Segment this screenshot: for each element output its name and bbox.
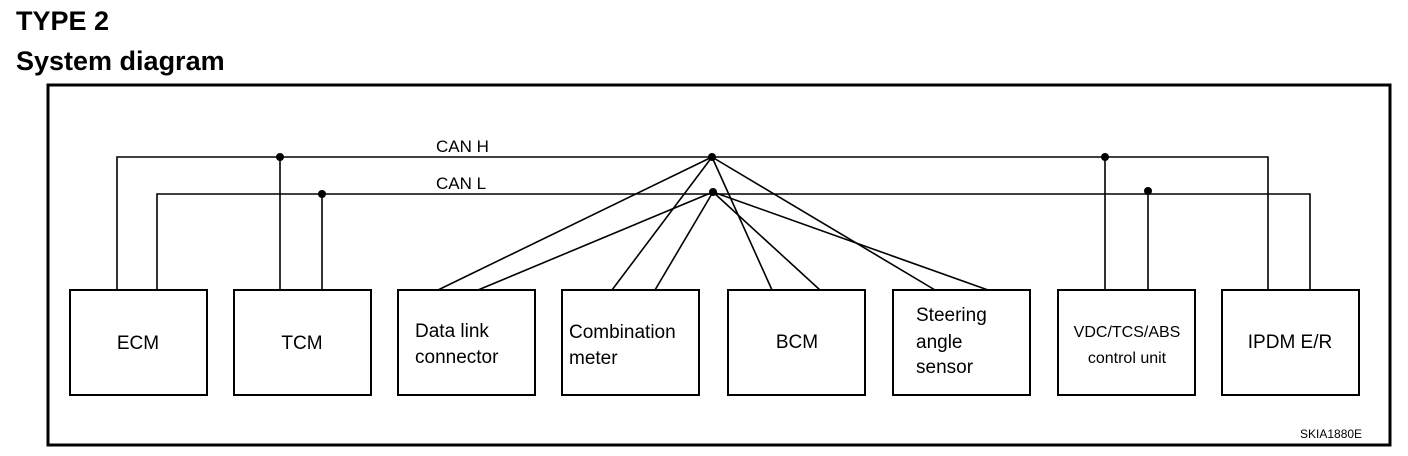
module-label: Combination — [569, 322, 676, 343]
module-label: Steering — [916, 305, 987, 326]
diagram-type-label: TYPE 2 — [16, 6, 110, 36]
module-label: Data link — [415, 321, 489, 342]
module-label: TCM — [281, 333, 322, 354]
module-data-link-connector: Data link connector — [397, 289, 536, 396]
module-label: IPDM E/R — [1248, 332, 1332, 353]
meter-can-h-wire — [611, 156, 713, 291]
module-label: BCM — [776, 332, 818, 353]
wiring — [116, 156, 1311, 291]
module-box — [1221, 289, 1360, 396]
can-h-line — [116, 156, 1269, 290]
junction-dot — [1101, 153, 1109, 161]
dlc-can-l-wire — [477, 191, 714, 291]
bcm-can-l-wire — [712, 191, 821, 291]
can-h-label: CAN H — [436, 137, 489, 156]
diagram-title: System diagram — [16, 46, 225, 76]
module-tcm: TCM — [233, 289, 372, 396]
module-box — [1057, 289, 1196, 396]
module-ipdm-er: IPDM E/R — [1221, 289, 1360, 396]
can-l-label: CAN L — [436, 174, 486, 193]
module-vdc-tcs-abs-control-unit: VDC/TCS/ABS control unit — [1057, 289, 1196, 396]
module-box — [69, 289, 208, 396]
junction-nodes — [276, 153, 1152, 198]
module-ecm: ECM — [69, 289, 208, 396]
module-box — [892, 289, 1031, 396]
module-label: VDC/TCS/ABS — [1074, 324, 1181, 341]
junction-dot — [276, 153, 284, 161]
module-combination-meter: Combination meter — [561, 289, 700, 396]
module-bcm: BCM — [727, 289, 866, 396]
module-label: meter — [569, 348, 618, 369]
can-l-line — [156, 193, 1311, 290]
module-box — [561, 289, 700, 396]
module-label: angle — [916, 332, 963, 353]
steering-can-h-wire — [711, 156, 936, 291]
bcm-can-h-wire — [711, 156, 773, 291]
junction-dot — [708, 153, 716, 161]
dlc-can-h-wire — [437, 156, 713, 291]
module-label: ECM — [117, 333, 159, 354]
junction-dot — [318, 190, 326, 198]
module-label: sensor — [916, 357, 974, 378]
meter-can-l-wire — [654, 191, 714, 291]
junction-dot — [1144, 187, 1152, 195]
module-label: control unit — [1088, 350, 1167, 367]
module-box — [397, 289, 536, 396]
diagram-frame — [46, 83, 1392, 447]
steering-can-l-wire — [712, 191, 989, 291]
junction-dot — [709, 188, 717, 196]
module-box — [233, 289, 372, 396]
module-box — [727, 289, 866, 396]
module-label: connector — [415, 347, 499, 368]
module-steering-angle-sensor: Steering angle sensor — [892, 289, 1031, 396]
figure-code: SKIA1880E — [1300, 427, 1362, 441]
